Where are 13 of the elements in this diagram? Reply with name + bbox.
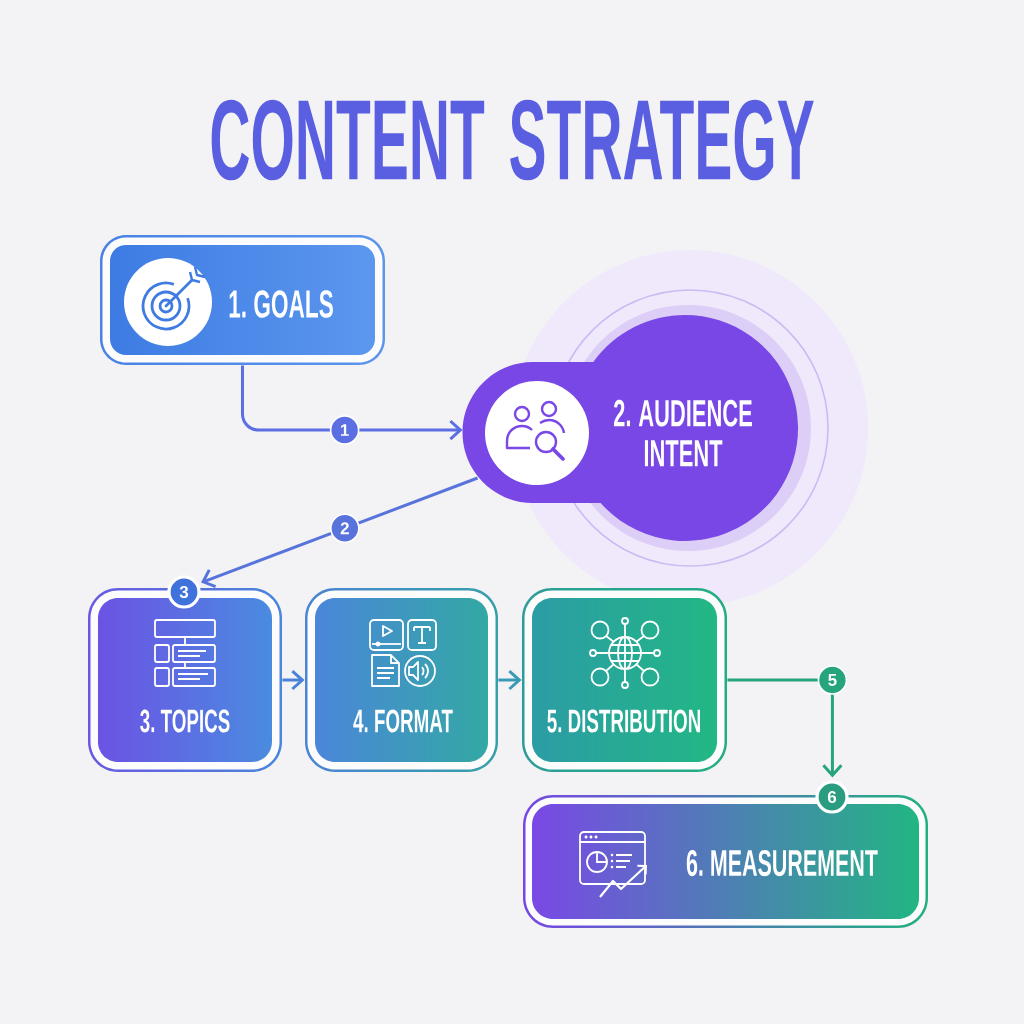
step-badge: 5 xyxy=(817,665,848,695)
arrow xyxy=(241,365,463,441)
title: CONTENT STRATEGY xyxy=(211,99,814,181)
step-badge: 1 xyxy=(329,415,360,445)
arrow xyxy=(201,476,479,589)
step-badge: 2 xyxy=(330,513,360,543)
step-box: 4. FORMAT xyxy=(307,590,496,770)
step-box: 5. DISTRIBUTION xyxy=(524,590,725,770)
arrow xyxy=(727,678,843,778)
step-badge: 3 xyxy=(167,575,201,609)
arrow xyxy=(282,669,305,691)
arrow xyxy=(498,669,522,691)
step-badge: 6 xyxy=(815,780,849,814)
